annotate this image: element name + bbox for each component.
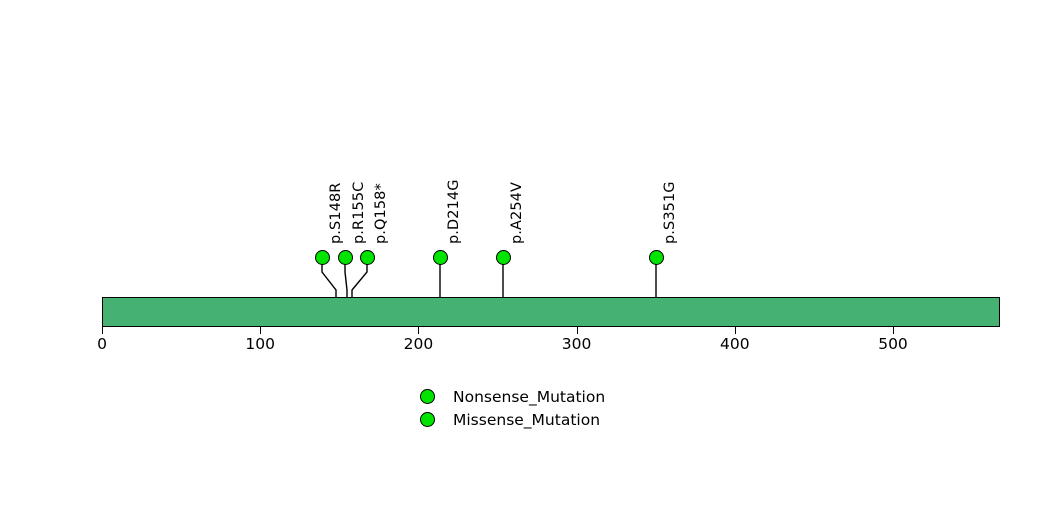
mutation-marker[interactable] — [648, 249, 664, 265]
axis-tick-label: 300 — [561, 335, 592, 353]
nonsense-mutation-dot-icon — [420, 389, 435, 404]
legend-label: Missense_Mutation — [453, 410, 601, 429]
axis-tick — [260, 327, 262, 334]
axis-tick — [734, 327, 736, 334]
axis-tick-label: 100 — [245, 335, 275, 353]
legend-item-nonsense[interactable]: Nonsense_Mutation — [420, 385, 605, 408]
protein-backbone-bar[interactable] — [102, 297, 1000, 327]
axis-tick-label: 0 — [97, 335, 107, 353]
mutation-marker[interactable] — [495, 249, 511, 265]
axis-tick — [893, 327, 894, 334]
axis-tick-label: 500 — [878, 335, 908, 353]
mutation-label: p.Q158* — [372, 183, 389, 244]
legend-label: Nonsense_Mutation — [453, 387, 606, 406]
legend: Nonsense_Mutation Missense_Mutation — [420, 385, 605, 431]
axis-tick-label: 400 — [720, 335, 750, 353]
mutation-label: p.D214G — [445, 179, 462, 244]
mutation-label: p.S148R — [327, 182, 344, 244]
axis-tick — [102, 327, 103, 334]
legend-item-missense[interactable]: Missense_Mutation — [420, 408, 605, 431]
missense-mutation-dot-icon — [420, 412, 435, 427]
mutation-label: p.R155C — [350, 181, 367, 244]
mutation-label: p.A254V — [508, 181, 525, 244]
mutation-marker[interactable] — [314, 249, 330, 265]
axis-tick — [576, 327, 578, 334]
mutation-marker[interactable] — [432, 249, 448, 265]
axis-tick-label: 200 — [403, 335, 434, 353]
axis-tick — [418, 327, 420, 334]
mutation-marker[interactable] — [359, 249, 375, 265]
mutation-label: p.S351G — [661, 181, 678, 244]
mutation-marker[interactable] — [337, 249, 353, 265]
